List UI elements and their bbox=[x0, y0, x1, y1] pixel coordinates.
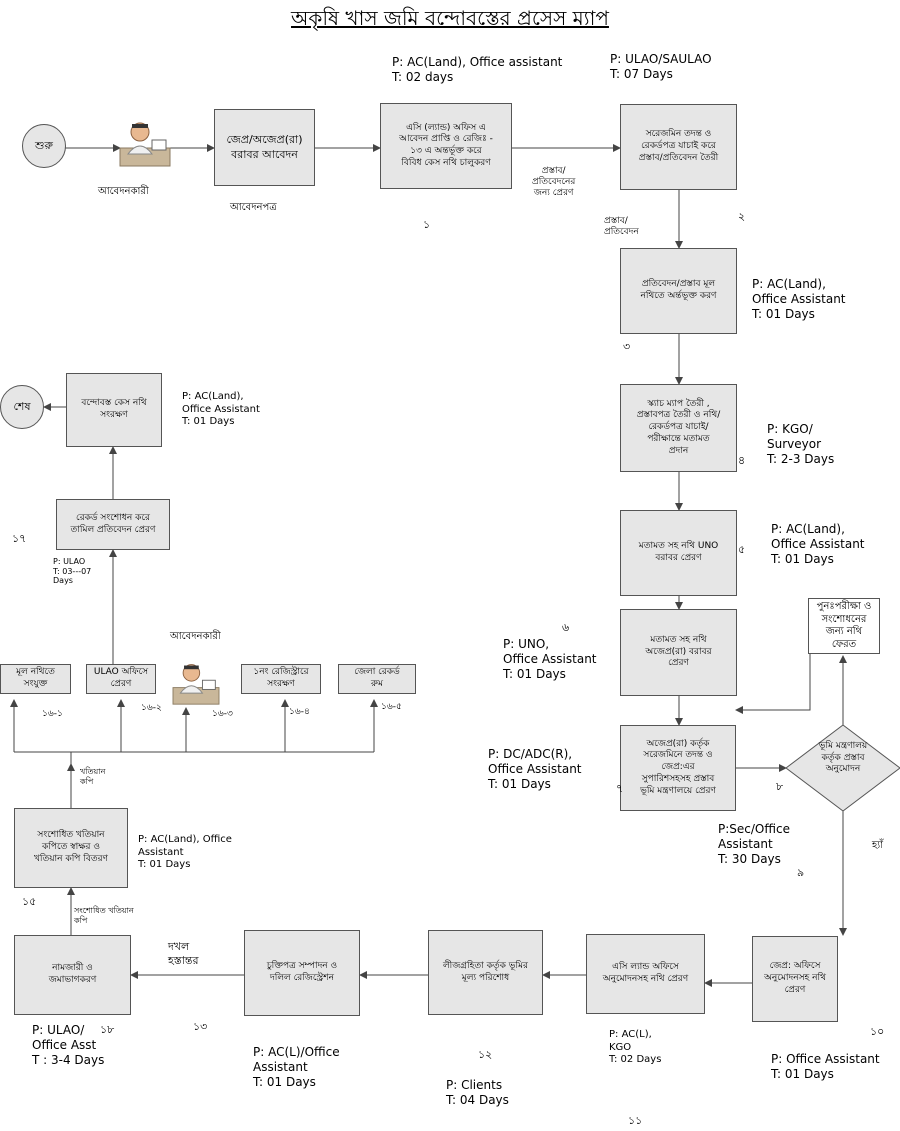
resp-step-10: P: Office Assistant T: 01 Days bbox=[771, 1052, 880, 1081]
step-number-15: ১৫ bbox=[22, 895, 37, 908]
step-number-16-3: ১৬-৩ bbox=[212, 709, 233, 719]
step-number-16-4: ১৬-৪ bbox=[289, 707, 310, 717]
resp-step-18: P: AC(Land), Office Assistant T: 01 Days bbox=[182, 391, 260, 427]
step-10-dc-office-box: জেপ্র: অফিসে অনুমোদনসহ নথি প্রেরণ bbox=[752, 936, 838, 1022]
step-number-9: ৯ bbox=[797, 866, 805, 879]
step-number-16-5: ১৬-৫ bbox=[381, 702, 402, 712]
step-8-adc-investigation-box: অজেপ্র(রা) কর্তৃক সরেজমিনে তদন্ত ও জেপ্র… bbox=[620, 725, 736, 811]
applicant-label: আবেদনকারী bbox=[98, 186, 149, 197]
edge-label-proposal-send: প্রস্তাব/ প্রতিবেদনের জন্য প্রেরণ bbox=[532, 166, 576, 198]
step-number-4: ৪ bbox=[738, 454, 746, 467]
step-number-10: ১০ bbox=[870, 1025, 885, 1038]
step-number-16-1: ১৬-১ bbox=[42, 709, 63, 719]
resp-step-11: P: AC(L), KGO T: 02 Days bbox=[609, 1029, 662, 1065]
resp-step-6: P: UNO, Office Assistant T: 01 Days bbox=[503, 637, 597, 681]
step-12-payment-box: লীজগ্রহিতা কর্তৃক ভূমির মূল্য পরিশোধ bbox=[428, 930, 543, 1015]
step-11-ac-land-box: এসি ল্যান্ড অফিসে অনুমোদনসহ নথি প্রেরণ bbox=[586, 934, 705, 1014]
resp-step-13: P: AC(L)/Office Assistant T: 01 Days bbox=[253, 1045, 340, 1089]
step-6-send-uno-box: মতামত সহ নথি UNO বরাবর প্রেরণ bbox=[620, 510, 737, 596]
resp-step-14: P: ULAO/ Office Asst T : 3-4 Days bbox=[32, 1023, 105, 1067]
step-1-apply-box: জেপ্র/অজেপ্র(রা) বরাবর আবেদন bbox=[214, 109, 315, 186]
step-13-deed-box: চুক্তিপত্র সম্পাদন ও দলিল রেজিস্ট্রেশন bbox=[244, 930, 360, 1016]
resp-step-17: P: ULAO T: 03---07 Days bbox=[53, 557, 92, 586]
step-16-1-attach-box: মূল নথিতে সংযুক্ত bbox=[0, 664, 71, 694]
resp-step-3: P: AC(Land), Office Assistant T: 01 Days bbox=[752, 277, 846, 321]
step-16-4-register-box: ১নং রেজিস্ট্রারে সংরক্ষণ bbox=[241, 664, 321, 694]
step-16-3-applicant-label: আবেদনকারী bbox=[170, 631, 221, 642]
resp-step-5: P: AC(Land), Office Assistant T: 01 Days bbox=[771, 522, 865, 566]
applicant-person-icon bbox=[119, 122, 171, 167]
resp-step-4: P: KGO/ Surveyor T: 2-3 Days bbox=[767, 422, 835, 466]
step-16-5-record-room-box: জেলা রেকর্ড রুম bbox=[338, 664, 416, 694]
edge-label-proposal-report: প্রস্তাব/ প্রতিবেদন bbox=[604, 216, 639, 237]
resp-step-2: P: ULAO/SAULAO T: 07 Days bbox=[610, 52, 712, 81]
step-7-send-adc-box: মতামত সহ নথি অজেপ্র(রা) বরাবর প্রেরণ bbox=[620, 609, 737, 696]
resp-step-7: P: DC/ADC(R), Office Assistant T: 01 Day… bbox=[488, 747, 582, 791]
step-16-2-ulao-box: ULAO অফিসে প্রেরণ bbox=[86, 664, 156, 694]
resp-step-12: P: Clients T: 04 Days bbox=[446, 1078, 509, 1107]
step-number-7: ৭ bbox=[616, 782, 624, 795]
step-number-8: ৮ bbox=[776, 780, 784, 793]
step-number-17: ১৭ bbox=[12, 532, 27, 545]
step-number-13: ১৩ bbox=[193, 1020, 208, 1033]
resp-step-9: P:Sec/Office Assistant T: 30 Days bbox=[718, 822, 790, 866]
step-14-mutation-box: নামজারী ও জমাভাগকরণ bbox=[14, 935, 131, 1015]
approval-diamond-label: ভূমি মন্ত্রণালয় কর্তৃক প্রস্তাব অনুমোদন bbox=[818, 741, 868, 775]
start-node: শুরু bbox=[22, 124, 66, 168]
step-17-record-correction-box: রেকর্ড সংশোধন করে তামিল প্রতিবেদন প্রেরণ bbox=[56, 499, 170, 550]
step-number-3: ৩ bbox=[623, 340, 631, 353]
step-number-1: ১ bbox=[423, 218, 431, 231]
step-2-register-box: এসি (ল্যান্ড) অফিস এ আবেদন প্রাপ্তি ও রে… bbox=[380, 103, 512, 189]
step-16-3-applicant-icon bbox=[172, 664, 220, 705]
step-number-16-2: ১৬-২ bbox=[141, 703, 162, 713]
resp-step-15: P: AC(Land), Office Assistant T: 01 Days bbox=[138, 834, 232, 870]
step-18-case-file-box: বন্দোবস্ত কেস নথি সংরক্ষণ bbox=[66, 373, 162, 447]
step-4-include-report-box: প্রতিবেদন/প্রস্তাব মূল নথিতে অর্ন্তভূক্ত… bbox=[620, 248, 737, 334]
step-number-18: ১৮ bbox=[100, 1023, 115, 1036]
step-5-sketch-map-box: স্ক্যাচ ম্যাপ তৈরী , প্রস্তাবপত্র তৈরী ও… bbox=[620, 384, 737, 472]
step-3-investigation-box: সরেজমিন তদন্ত ও রেকর্ডপত্র যাচাই করে প্র… bbox=[620, 104, 737, 190]
edge-label-possession: দখল হস্তান্তর bbox=[168, 940, 199, 968]
step-number-11: ১১ bbox=[628, 1114, 643, 1127]
recheck-return-box: পুনঃপরীক্ষা ও সংশোধনের জন্য নথি ফেরত bbox=[808, 598, 880, 654]
step-number-12: ১২ bbox=[478, 1048, 493, 1061]
step-15-khatian-box: সংশোধিত খতিয়ান কপিতে স্বাক্ষর ও খতিয়ান… bbox=[14, 808, 128, 888]
edge-label-khatian-copy: খতিয়ান কপি bbox=[80, 767, 106, 786]
step-number-2: ২ bbox=[738, 210, 746, 223]
yes-label: হ্যাঁ bbox=[872, 840, 884, 851]
arrow-recheck-b8 bbox=[735, 640, 811, 714]
page-title: অকৃষি খাস জমি বন্দোবস্তের প্রসেস ম্যাপ bbox=[291, 6, 609, 30]
end-node: শেষ bbox=[0, 385, 44, 429]
application-form-label: আবেদনপত্র bbox=[230, 202, 277, 213]
step-number-5: ৫ bbox=[738, 543, 746, 556]
resp-step-1: P: AC(Land), Office assistant T: 02 days bbox=[392, 55, 563, 84]
edge-label-corrected-copy: সংশোধিত খতিয়ান কপি bbox=[74, 906, 134, 925]
approval-diamond-shape bbox=[785, 724, 900, 812]
step-number-6: ৬ bbox=[562, 621, 570, 634]
